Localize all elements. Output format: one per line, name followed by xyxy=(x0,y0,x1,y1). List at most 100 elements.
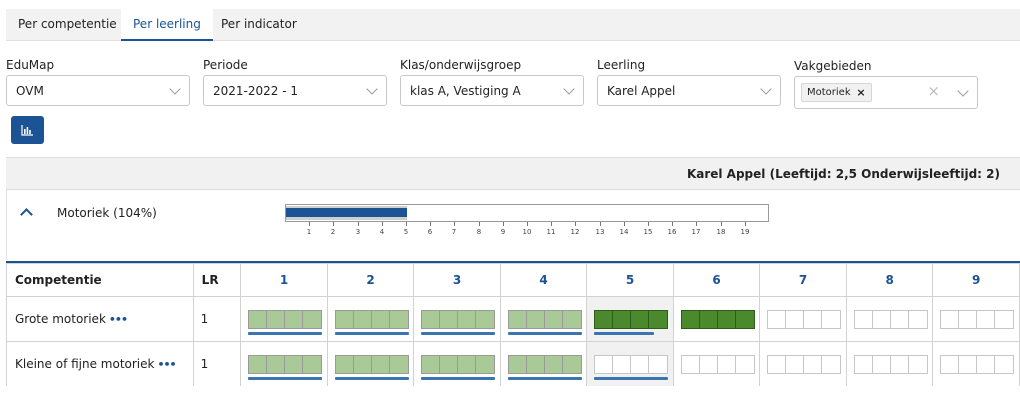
indicator-block xyxy=(440,311,459,328)
level-cell[interactable] xyxy=(845,296,934,342)
chevron-down-icon xyxy=(957,85,969,97)
more-icon[interactable]: ••• xyxy=(108,313,128,326)
indicator-block xyxy=(267,311,286,328)
level-cell[interactable] xyxy=(759,341,847,386)
indicator-block xyxy=(768,356,787,373)
indicator-block xyxy=(508,356,527,373)
indicator-block xyxy=(544,356,563,373)
indicator-block xyxy=(249,356,268,373)
scale-tick xyxy=(406,222,407,226)
indicator-block xyxy=(389,311,408,328)
tab-per-leerling[interactable]: Per leerling xyxy=(121,9,213,41)
scale-tick xyxy=(454,222,455,226)
scale-tick xyxy=(503,222,504,226)
indicator-blocks xyxy=(767,355,842,374)
indicator-block xyxy=(681,356,700,373)
filter-leerling-label: Leerling xyxy=(597,58,646,72)
indicator-block xyxy=(822,356,841,373)
level-cell[interactable] xyxy=(932,341,1020,386)
periode-value: 2021-2022 - 1 xyxy=(213,84,299,98)
level-underline xyxy=(594,332,655,335)
competency-name: Grote motoriek xyxy=(15,312,106,326)
scale-label: 4 xyxy=(379,228,385,236)
header-level-2: 2 xyxy=(326,263,415,297)
scale-tick xyxy=(575,222,576,226)
indicator-blocks xyxy=(853,355,928,374)
scale-label: 2 xyxy=(330,228,336,236)
indicator-block xyxy=(285,311,304,328)
indicator-blocks xyxy=(940,355,1015,374)
indicator-block xyxy=(995,311,1014,328)
indicator-block xyxy=(890,356,909,373)
indicator-blocks xyxy=(248,355,323,374)
indicator-block xyxy=(508,311,527,328)
bar-chart-icon xyxy=(21,125,33,136)
chip-motoriek: Motoriek × xyxy=(801,83,872,102)
indicator-block xyxy=(353,311,372,328)
scale-tick xyxy=(648,222,649,226)
indicator-block xyxy=(768,311,787,328)
level-cell[interactable] xyxy=(240,341,328,386)
header-level-8: 8 xyxy=(845,263,934,297)
indicator-block xyxy=(822,311,841,328)
edumap-select[interactable]: OVM xyxy=(6,75,190,106)
scale-label: 16 xyxy=(667,228,677,236)
level-cell[interactable] xyxy=(326,296,415,342)
subject-progress-bar xyxy=(285,204,769,222)
level-cell[interactable] xyxy=(845,341,934,386)
indicator-block xyxy=(595,311,614,328)
header-level-5: 5 xyxy=(586,263,674,297)
indicator-block xyxy=(422,356,441,373)
vakgebieden-select[interactable]: Motoriek × × xyxy=(794,76,978,109)
tab-per-indicator[interactable]: Per indicator xyxy=(221,17,297,31)
indicator-block xyxy=(389,356,408,373)
indicator-block xyxy=(422,311,441,328)
leerling-select[interactable]: Karel Appel xyxy=(597,75,781,106)
tab-per-competentie[interactable]: Per competentie xyxy=(18,17,117,31)
indicator-block xyxy=(941,311,960,328)
indicator-block xyxy=(249,311,268,328)
clear-icon[interactable]: × xyxy=(927,82,940,100)
header-level-6: 6 xyxy=(672,263,761,297)
indicator-block xyxy=(908,311,927,328)
level-cell[interactable] xyxy=(413,296,501,342)
klas-select[interactable]: klas A, Vestiging A xyxy=(400,75,584,106)
level-cell[interactable] xyxy=(499,341,588,386)
indicator-blocks xyxy=(421,355,496,374)
level-cell[interactable] xyxy=(586,296,674,342)
level-cell[interactable] xyxy=(413,341,501,386)
level-underline xyxy=(248,332,323,335)
level-cell[interactable] xyxy=(759,296,847,342)
level-underline xyxy=(421,377,496,380)
scale-label: 1 xyxy=(306,228,312,236)
indicator-block xyxy=(804,311,823,328)
level-cell[interactable] xyxy=(672,341,761,386)
remove-chip-icon[interactable]: × xyxy=(856,86,866,99)
scale-tick xyxy=(721,222,722,226)
level-cell[interactable] xyxy=(932,296,1020,342)
chevron-up-icon[interactable] xyxy=(20,208,33,221)
indicator-blocks xyxy=(507,310,582,329)
level-cell[interactable] xyxy=(672,296,761,342)
level-cell[interactable] xyxy=(586,341,674,386)
level-cell[interactable] xyxy=(326,341,415,386)
table-row: Grote motoriek•••1 xyxy=(6,296,1020,342)
indicator-block xyxy=(941,356,960,373)
scale-label: 8 xyxy=(476,228,482,236)
indicator-block xyxy=(335,311,354,328)
periode-select[interactable]: 2021-2022 - 1 xyxy=(203,75,387,106)
level-underline xyxy=(421,332,496,335)
indicator-block xyxy=(303,311,322,328)
level-cell[interactable] xyxy=(499,296,588,342)
indicator-block xyxy=(717,356,736,373)
chip-label: Motoriek xyxy=(807,87,851,98)
chevron-down-icon xyxy=(563,83,575,95)
lr-value: 1 xyxy=(192,341,242,386)
chart-button[interactable] xyxy=(11,116,44,144)
more-icon[interactable]: ••• xyxy=(157,358,176,371)
indicator-block xyxy=(303,356,322,373)
level-cell[interactable] xyxy=(240,296,328,342)
indicator-block xyxy=(458,311,477,328)
scale-label: 15 xyxy=(643,228,653,236)
klas-value: klas A, Vestiging A xyxy=(410,84,521,98)
